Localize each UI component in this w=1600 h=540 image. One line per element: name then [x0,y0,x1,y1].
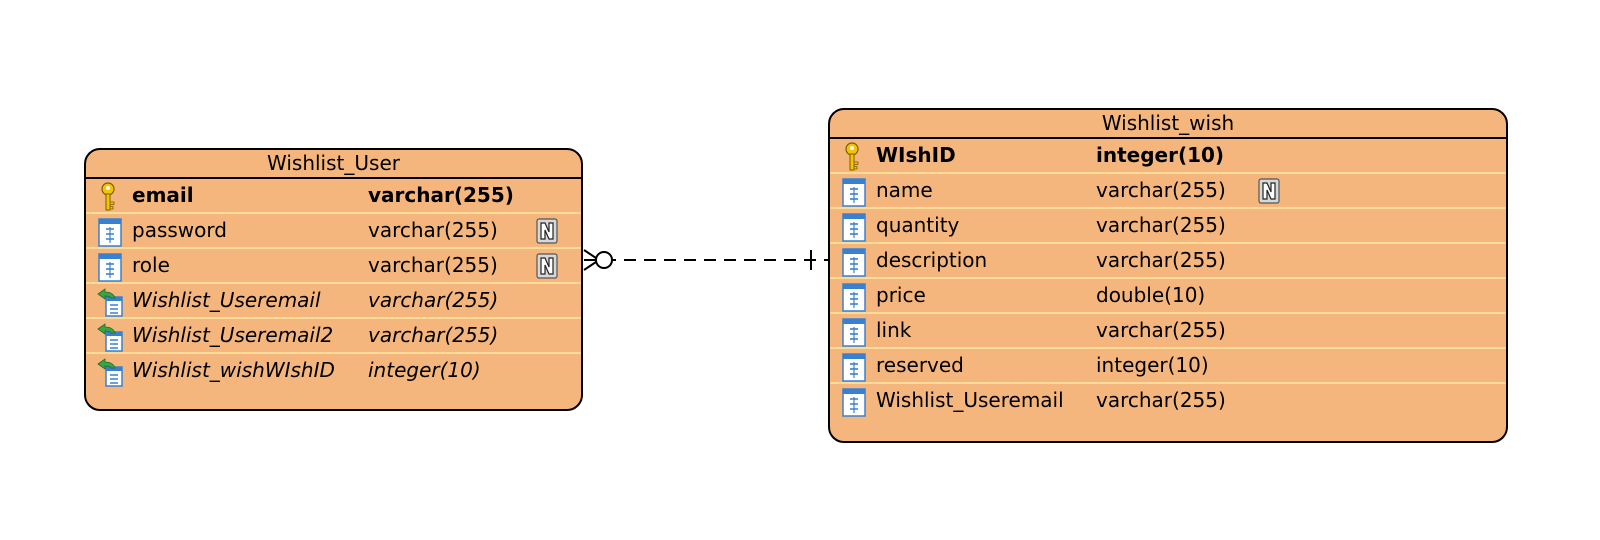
column-icon [840,247,868,277]
column-row-link[interactable]: link varchar(255) [830,314,1506,349]
column-icon [840,352,868,382]
column-name: Wishlist_wishWIshID [132,358,335,382]
column-icon [840,317,868,347]
column-name: Wishlist_Useremail [876,388,1064,412]
entity-wishlist-wish[interactable]: Wishlist_wish WIshID integer(10) name varch… [828,108,1508,443]
foreign-key-icon [96,287,124,317]
column-icon [96,252,124,282]
column-name: Wishlist_Useremail [132,288,321,312]
column-name: price [876,283,926,307]
column-row-role[interactable]: role varchar(255) [86,249,581,284]
column-name: WIshID [876,143,956,167]
column-row-wishlist-wishwishid[interactable]: Wishlist_wishWIshID integer(10) [86,354,581,389]
column-name: password [132,218,227,242]
column-row-wishlist-useremail[interactable]: Wishlist_Useremail varchar(255) [830,384,1506,419]
column-type: varchar(255) [368,253,498,277]
column-name: role [132,253,170,277]
column-row-description[interactable]: description varchar(255) [830,244,1506,279]
foreign-key-icon [96,357,124,387]
column-row-quantity[interactable]: quantity varchar(255) [830,209,1506,244]
column-row-wishid[interactable]: WIshID integer(10) [830,139,1506,174]
column-type: varchar(255) [1096,178,1226,202]
column-name: email [132,183,194,207]
column-type: integer(10) [368,358,481,382]
nullable-icon [536,253,558,279]
foreign-key-icon [96,322,124,352]
column-icon [96,217,124,247]
column-type: varchar(255) [368,288,499,312]
zero-optional-marker [595,251,613,269]
column-name: quantity [876,213,960,237]
column-name: reserved [876,353,964,377]
column-icon [840,177,868,207]
column-icon [840,387,868,417]
column-row-wishlist-useremail2[interactable]: Wishlist_Useremail2 varchar(255) [86,319,581,354]
column-row-email[interactable]: email varchar(255) [86,179,581,214]
column-type: varchar(255) [368,323,499,347]
column-type: varchar(255) [1096,248,1226,272]
column-name: link [876,318,912,342]
column-icon [840,212,868,242]
column-type: varchar(255) [368,183,514,207]
entity-title: Wishlist_wish [830,110,1506,139]
column-row-password[interactable]: password varchar(255) [86,214,581,249]
column-row-wishlist-useremail[interactable]: Wishlist_Useremail varchar(255) [86,284,581,319]
column-type: double(10) [1096,283,1206,307]
column-type: varchar(255) [368,218,498,242]
nullable-icon [1258,178,1280,204]
column-type: varchar(255) [1096,388,1226,412]
column-type: varchar(255) [1096,318,1226,342]
column-type: integer(10) [1096,143,1225,167]
column-type: integer(10) [1096,353,1209,377]
key-icon [96,182,124,212]
relationship-user-wish[interactable] [583,249,828,271]
nullable-icon [536,218,558,244]
key-icon [840,142,868,172]
column-name: name [876,178,933,202]
column-row-price[interactable]: price double(10) [830,279,1506,314]
entity-title: Wishlist_User [86,150,581,179]
entity-wishlist-user[interactable]: Wishlist_User email varchar(255) password v… [84,148,583,411]
column-type: varchar(255) [1096,213,1226,237]
column-row-name[interactable]: name varchar(255) [830,174,1506,209]
column-icon [840,282,868,312]
column-name: Wishlist_Useremail2 [132,323,334,347]
column-name: description [876,248,988,272]
column-row-reserved[interactable]: reserved integer(10) [830,349,1506,384]
